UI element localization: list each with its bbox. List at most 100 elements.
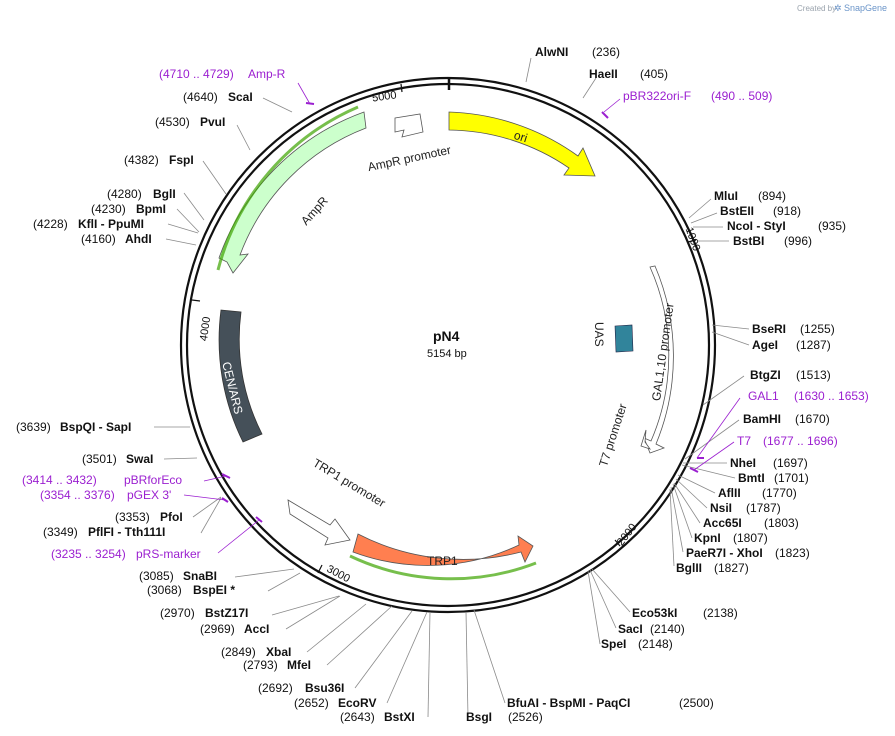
site-saci[interactable]: SacI <box>618 622 643 636</box>
primer-markers <box>183 82 741 554</box>
site-kpni[interactable]: KpnI <box>694 531 721 545</box>
site-ahdi[interactable]: AhdI <box>125 232 152 246</box>
primer-amp-r[interactable]: Amp-R <box>248 67 286 81</box>
primer-prs-marker[interactable]: pRS-marker <box>136 547 201 561</box>
site-nhei[interactable]: NheI <box>730 456 756 470</box>
primer-pbr322ori-f[interactable]: pBR322ori-F <box>623 89 691 103</box>
plasmid-size: 5154 bp <box>427 348 467 360</box>
feature-cen-ars[interactable] <box>218 309 263 443</box>
tick-label-5000: 5000 <box>371 89 397 104</box>
primer-pgex3[interactable]: pGEX 3' <box>127 488 171 502</box>
site-aflii-pos: (1770) <box>762 486 797 500</box>
site-spei-pos: (2148) <box>638 637 673 651</box>
site-eco53ki[interactable]: Eco53kI <box>632 606 677 620</box>
site-bmti[interactable]: BmtI <box>738 471 765 485</box>
site-kpni-pos: (1807) <box>733 531 768 545</box>
feature-trp1[interactable] <box>352 533 534 566</box>
site-bspqi-sapi[interactable]: BspQI - SapI <box>60 420 131 434</box>
site-bstz17i-pos: (2970) <box>160 606 195 620</box>
snapgene-logo-icon: ✲ <box>834 4 842 14</box>
primer-amp-r-range: (4710 .. 4729) <box>159 67 234 81</box>
site-bsteii[interactable]: BstEII <box>720 204 754 218</box>
primer-prs-marker-range: (3235 .. 3254) <box>51 547 126 561</box>
site-ecorv-pos: (2652) <box>294 696 329 710</box>
site-xbai[interactable]: XbaI <box>266 645 291 659</box>
site-snabi[interactable]: SnaBI <box>183 569 217 583</box>
site-acci[interactable]: AccI <box>244 622 269 636</box>
leader-lines <box>154 57 750 718</box>
site-bgli[interactable]: BglI <box>153 187 176 201</box>
site-bspei-pos: (3068) <box>147 583 182 597</box>
feature-ori[interactable] <box>448 111 596 177</box>
site-swai[interactable]: SwaI <box>126 452 153 466</box>
site-ncoi-styi[interactable]: NcoI - StyI <box>727 219 786 233</box>
site-pflfi-pos: (3349) <box>43 525 78 539</box>
feature-ampr-promoter[interactable] <box>394 113 424 138</box>
feature-trp1-promoter[interactable] <box>287 499 351 546</box>
tick-5000 <box>400 83 403 93</box>
site-bseri-pos: (1255) <box>800 322 835 336</box>
site-mfei[interactable]: MfeI <box>287 658 311 672</box>
site-alwni-pos: (236) <box>592 45 620 59</box>
site-bstbi[interactable]: BstBI <box>733 234 764 248</box>
primer-pbrforeco[interactable]: pBRforEco <box>124 473 182 487</box>
primer-pbr322ori-f-range: (490 .. 509) <box>711 89 772 103</box>
site-bspei[interactable]: BspEI * <box>193 583 235 597</box>
site-pflfi-tth111i[interactable]: PflFI - Tth111I <box>88 525 165 539</box>
site-haeii[interactable]: HaeII <box>589 67 618 81</box>
site-bpmi[interactable]: BpmI <box>136 202 166 216</box>
feature-ampr[interactable] <box>218 111 367 274</box>
tick-2000 <box>614 539 621 547</box>
credit-brand: SnapGene <box>844 3 887 13</box>
feature-uas[interactable] <box>614 324 634 353</box>
site-aflii[interactable]: AflII <box>718 486 741 500</box>
site-snabi-pos: (3085) <box>139 569 174 583</box>
site-bstxi-pos: (2643) <box>340 710 375 724</box>
site-ahdi-pos: (4160) <box>81 232 116 246</box>
site-bamhi[interactable]: BamHI <box>743 412 781 426</box>
site-mfei-pos: (2793) <box>243 658 278 672</box>
primer-pgex3-range: (3354 .. 3376) <box>40 488 115 502</box>
site-pfoi[interactable]: PfoI <box>160 510 183 524</box>
tick-1000 <box>687 239 697 243</box>
site-bstz17i[interactable]: BstZ17I <box>205 606 248 620</box>
credit-text: Created by <box>797 4 836 13</box>
site-bseri[interactable]: BseRI <box>752 322 786 336</box>
site-acc65i-pos: (1803) <box>764 516 799 530</box>
site-saci-pos: (2140) <box>650 622 685 636</box>
site-xbai-pos: (2849) <box>221 645 256 659</box>
feature-label-trp1-promoter: TRP1 promoter <box>310 456 388 510</box>
site-kfli-ppumi[interactable]: KflI - PpuMI <box>78 217 144 231</box>
primer-gal1[interactable]: GAL1 <box>748 389 779 403</box>
site-bfuai-bspmi-paqci[interactable]: BfuAI - BspMI - PaqCI <box>507 696 630 710</box>
site-agei[interactable]: AgeI <box>752 338 778 352</box>
site-scai[interactable]: ScaI <box>228 90 253 104</box>
site-nsii[interactable]: NsiI <box>710 501 732 515</box>
site-bsteii-pos: (918) <box>773 204 801 218</box>
site-pfoi-pos: (3353) <box>115 510 150 524</box>
site-bmti-pos: (1701) <box>774 471 809 485</box>
site-paer7i-xhoi[interactable]: PaeR7I - XhoI <box>686 546 763 560</box>
site-paer7i-xhoi-pos: (1823) <box>775 546 810 560</box>
site-ecorv[interactable]: EcoRV <box>338 696 376 710</box>
site-bglii-pos: (1827) <box>714 561 749 575</box>
site-pvui[interactable]: PvuI <box>200 115 225 129</box>
site-nhei-pos: (1697) <box>773 456 808 470</box>
site-fspi[interactable]: FspI <box>169 153 194 167</box>
site-fspi-pos: (4382) <box>124 153 159 167</box>
feature-label-trp1: TRP1 <box>427 554 458 568</box>
site-spei[interactable]: SpeI <box>601 637 626 651</box>
site-bsu36i[interactable]: Bsu36I <box>305 681 344 695</box>
site-scai-pos: (4640) <box>183 90 218 104</box>
site-bsgi[interactable]: BsgI <box>466 710 492 724</box>
feature-t7-promoter[interactable] <box>640 429 652 450</box>
site-btgzi[interactable]: BtgZI <box>750 368 781 382</box>
site-bstxi[interactable]: BstXI <box>384 710 415 724</box>
primer-t7[interactable]: T7 <box>737 434 751 448</box>
site-alwni[interactable]: AlwNI <box>535 45 568 59</box>
site-acc65i[interactable]: Acc65I <box>703 516 742 530</box>
site-agei-pos: (1287) <box>796 338 831 352</box>
site-bglii[interactable]: BglII <box>676 561 702 575</box>
site-mlui[interactable]: MluI <box>714 189 738 203</box>
